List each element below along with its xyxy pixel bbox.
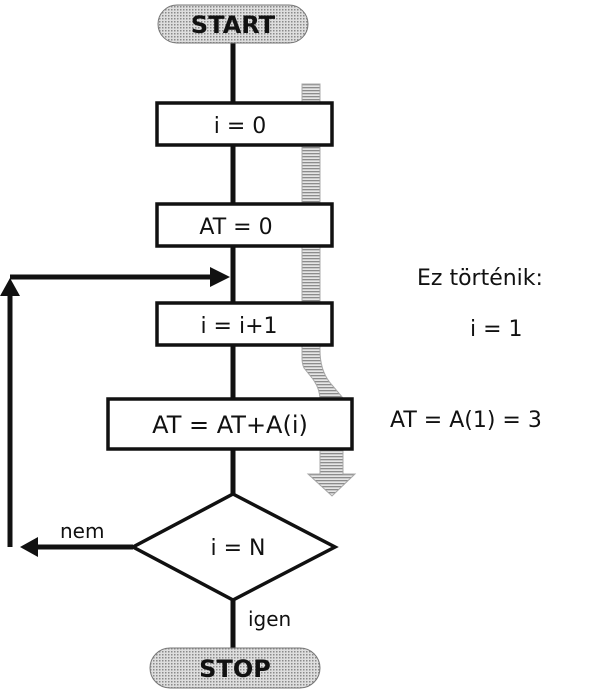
- init-i-label: i = 0: [214, 114, 267, 139]
- accumulate-label: AT = AT+A(i): [152, 411, 308, 439]
- start-terminal: START: [157, 4, 309, 44]
- increment-label: i = i+1: [200, 314, 277, 339]
- annotation-title: Ez történik:: [417, 266, 543, 291]
- process-box-increment: i = i+1: [155, 301, 334, 347]
- start-label: START: [191, 11, 276, 39]
- edge-label-yes: igen: [248, 607, 291, 631]
- edge-label-no: nem: [60, 519, 104, 543]
- stop-label: STOP: [199, 655, 271, 683]
- init-at-label: AT = 0: [199, 215, 272, 240]
- decision-diamond: i = N: [129, 492, 339, 602]
- process-box-init-i: i = 0: [155, 101, 334, 147]
- process-box-init-at: AT = 0: [155, 202, 334, 248]
- loop-back-arrow: [0, 267, 230, 557]
- stop-terminal: STOP: [149, 647, 321, 689]
- decision-label: i = N: [211, 536, 266, 561]
- annotation-step-i: i = 1: [470, 317, 523, 342]
- annotation-step-at: AT = A(1) = 3: [390, 408, 542, 433]
- process-box-accumulate: AT = AT+A(i): [106, 397, 354, 451]
